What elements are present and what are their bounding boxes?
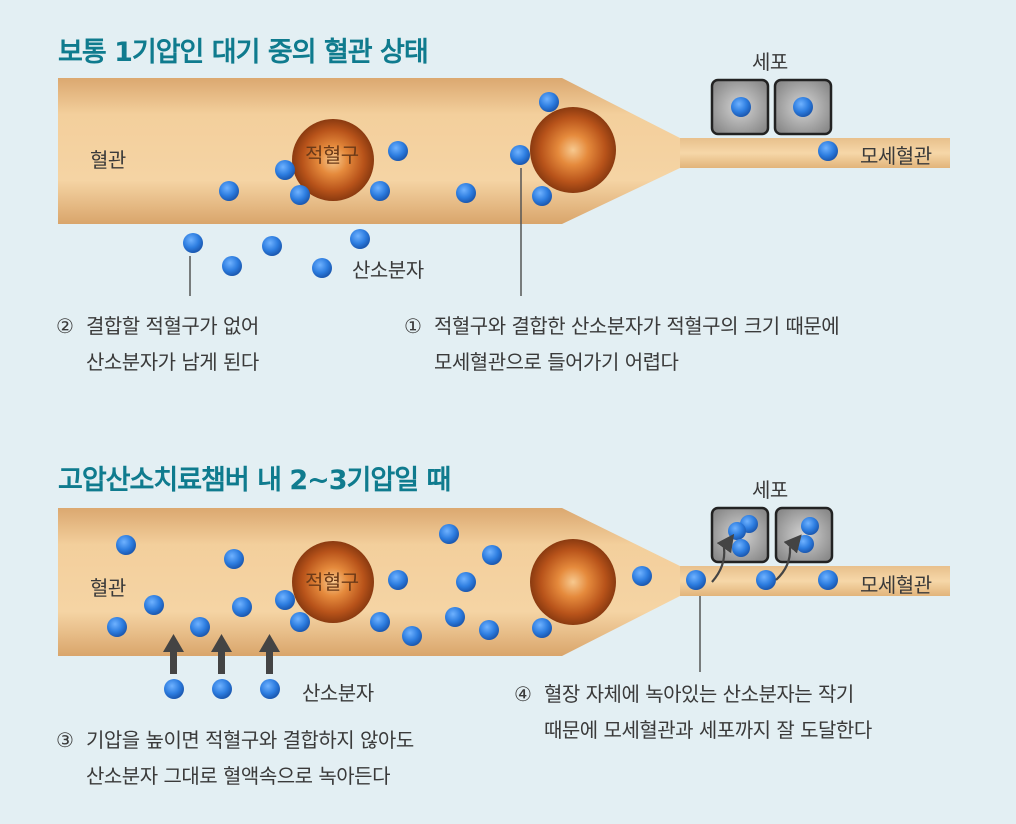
capillary-label: 모세혈관 xyxy=(860,573,932,597)
capillary-label: 모세혈관 xyxy=(860,144,932,168)
note-number: ③ xyxy=(56,728,74,752)
note-number: ④ xyxy=(514,682,532,706)
oxygen-molecule xyxy=(818,570,838,590)
oxygen-molecule xyxy=(818,141,838,161)
oxygen-molecule xyxy=(632,566,652,586)
note-line: 산소분자 그대로 혈액속으로 녹아든다 xyxy=(86,764,390,788)
oxygen-molecule xyxy=(510,145,530,165)
oxygen-molecule xyxy=(402,626,422,646)
red-blood-cell xyxy=(530,539,616,625)
red-blood-cell xyxy=(292,541,374,623)
oxygen-molecule xyxy=(532,618,552,638)
oxygen-molecule xyxy=(232,597,252,617)
note-line: 기압을 높이면 적혈구와 결합하지 않아도 xyxy=(86,728,414,752)
oxygen-molecule xyxy=(212,679,232,699)
note-4: ④ 혈장 자체에 녹아있는 산소분자는 작기 때문에 모세혈관과 세포까지 잘 도… xyxy=(514,676,872,748)
note-2: ② 결합할 적혈구가 없어 산소분자가 남게 된다 xyxy=(56,308,259,380)
rbc-label: 적혈구 xyxy=(305,570,359,594)
oxygen-molecule xyxy=(793,97,813,117)
oxygen-molecule xyxy=(275,160,295,180)
oxygen-label: 산소분자 xyxy=(352,258,424,282)
oxygen-molecule xyxy=(164,679,184,699)
oxygen-molecule xyxy=(686,570,706,590)
oxygen-molecule xyxy=(532,186,552,206)
oxygen-molecule xyxy=(756,570,776,590)
diffusion-arrow xyxy=(711,533,735,583)
note-line: 모세혈관으로 들어가기 어렵다 xyxy=(434,350,679,374)
oxygen-molecule xyxy=(260,679,280,699)
oxygen-molecule xyxy=(224,549,244,569)
oxygen-molecules-panel2 xyxy=(107,515,838,699)
note-1: ① 적혈구와 결합한 산소분자가 적혈구의 크기 때문에 모세혈관으로 들어가기 … xyxy=(404,308,840,380)
oxygen-molecule xyxy=(439,524,459,544)
note-line: 때문에 모세혈관과 세포까지 잘 도달한다 xyxy=(544,718,872,742)
oxygen-molecule xyxy=(482,545,502,565)
oxygen-molecule xyxy=(796,535,814,553)
panel2-title: 고압산소치료챔버 내 2~3기압일 때 xyxy=(58,465,451,496)
note-line: 결합할 적혈구가 없어 xyxy=(86,314,259,338)
note-number: ② xyxy=(56,314,74,338)
panel2-vessel xyxy=(58,508,950,656)
red-blood-cell xyxy=(292,119,374,201)
note-number: ① xyxy=(404,314,422,338)
vessel-label: 혈관 xyxy=(90,576,126,600)
oxygen-molecule xyxy=(801,517,819,535)
oxygen-molecule xyxy=(539,92,559,112)
oxygen-molecules-panel1 xyxy=(183,92,838,278)
oxygen-molecule xyxy=(388,570,408,590)
oxygen-molecule xyxy=(275,590,295,610)
oxygen-molecule xyxy=(183,233,203,253)
oxygen-molecule xyxy=(350,229,370,249)
oxygen-molecule xyxy=(370,612,390,632)
panel1-vessel xyxy=(58,78,950,224)
cell-label: 세포 xyxy=(752,50,788,74)
oxygen-molecule xyxy=(116,535,136,555)
oxygen-molecule xyxy=(479,620,499,640)
tissue-cell xyxy=(774,506,834,564)
up-arrows xyxy=(163,634,280,674)
note-line: 적혈구와 결합한 산소분자가 적혈구의 크기 때문에 xyxy=(434,314,840,338)
oxygen-molecule xyxy=(290,185,310,205)
oxygen-molecule xyxy=(732,539,750,557)
oxygen-molecule xyxy=(262,236,282,256)
oxygen-molecule xyxy=(731,97,751,117)
red-blood-cell xyxy=(530,107,616,193)
rbc-label: 적혈구 xyxy=(305,143,359,167)
oxygen-molecule xyxy=(456,572,476,592)
oxygen-molecule xyxy=(107,617,127,637)
oxygen-molecule xyxy=(222,256,242,276)
oxygen-molecule xyxy=(312,258,332,278)
oxygen-molecule xyxy=(445,607,465,627)
oxygen-molecule xyxy=(190,617,210,637)
note-line: 산소분자가 남게 된다 xyxy=(86,350,259,374)
oxygen-molecule xyxy=(728,522,746,540)
oxygen-molecule xyxy=(388,141,408,161)
oxygen-label: 산소분자 xyxy=(302,681,374,705)
oxygen-molecule xyxy=(370,181,390,201)
oxygen-molecule xyxy=(290,612,310,632)
panel1-title: 보통 1기압인 대기 중의 혈관 상태 xyxy=(58,37,429,68)
vessel-label: 혈관 xyxy=(90,148,126,172)
oxygen-molecule xyxy=(456,183,476,203)
oxygen-molecule xyxy=(144,595,164,615)
note-line: 혈장 자체에 녹아있는 산소분자는 작기 xyxy=(544,682,854,706)
cell-label: 세포 xyxy=(752,478,788,502)
diffusion-arrow xyxy=(775,534,802,581)
oxygen-molecule xyxy=(219,181,239,201)
note-3: ③ 기압을 높이면 적혈구와 결합하지 않아도 산소분자 그대로 혈액속으로 녹아… xyxy=(56,722,414,794)
